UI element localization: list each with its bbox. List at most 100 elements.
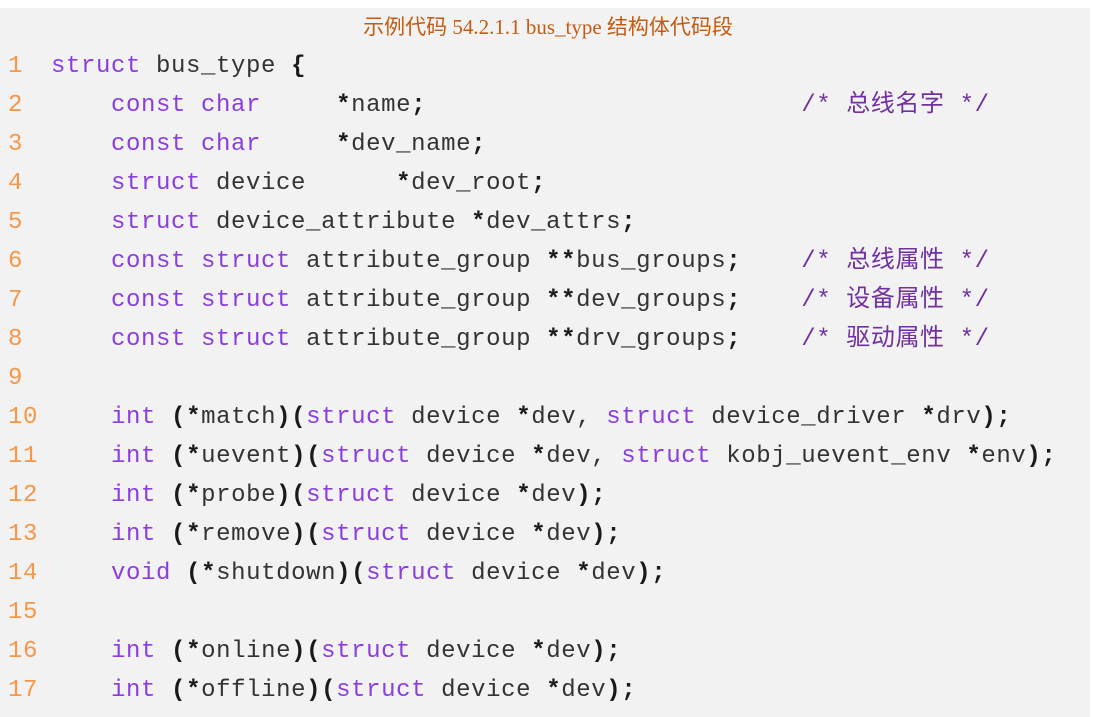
line-number: 8 [8,326,24,353]
code-text: const struct attribute_group **drv_group… [51,320,990,359]
code-operator: ; [591,482,607,509]
code-keyword: void [111,560,172,587]
code-operator: ( [171,521,187,548]
line-number: 15 [8,599,39,626]
code-keyword: struct [51,53,142,80]
code-operator: * [561,248,577,275]
code-operator: ) [276,482,292,509]
code-line: 10 int (*match)(struct device *dev, stru… [0,398,1090,437]
code-operator: * [516,404,532,431]
code-identifier: device_driver [711,404,907,431]
code-text: void (*shutdown)(struct device *dev); [51,554,666,593]
code-line: 17 int (*offline)(struct device *dev); [0,671,1090,710]
code-operator: ( [171,638,187,665]
code-identifier: match [201,404,277,431]
code-text: int (*probe)(struct device *dev); [51,476,606,515]
code-keyword: struct [336,677,427,704]
code-operator: ) [336,560,352,587]
code-operator: ; [651,560,667,587]
code-keyword: struct [366,560,457,587]
code-keyword: const [111,287,187,314]
code-identifier: device [426,638,517,665]
line-number: 2 [8,92,24,119]
code-line: 8 const struct attribute_group **drv_gro… [0,320,1090,359]
code-operator: ; [726,248,742,275]
code-operator: ; [411,92,427,119]
code-operator: ; [621,209,637,236]
code-line: 2 const char *name; /* 总线名字 */ [0,86,1090,125]
code-operator: * [576,560,592,587]
code-operator: ( [321,677,337,704]
code-operator: ( [351,560,367,587]
code-operator: ; [1041,443,1057,470]
line-number: 9 [8,365,24,392]
code-identifier: dev_attrs [486,209,622,236]
code-identifier: dev_groups [576,287,727,314]
code-text: int (*uevent)(struct device *dev, struct… [51,437,1056,476]
code-operator: * [546,287,562,314]
code-line: 15 [0,593,1090,632]
code-keyword: struct [201,248,292,275]
line-number: 7 [8,287,24,314]
line-number: 14 [8,560,39,587]
code-operator: ( [171,677,187,704]
code-identifier: online [201,638,292,665]
code-operator: * [531,638,547,665]
code-keyword: struct [306,404,397,431]
code-line: 6 const struct attribute_group **bus_gro… [0,242,1090,281]
code-operator: ( [291,404,307,431]
code-line: 3 const char *dev_name; [0,125,1090,164]
code-operator: ) [291,443,307,470]
code-line: 13 int (*remove)(struct device *dev); [0,515,1090,554]
code-operator: ) [306,677,322,704]
code-identifier: device [471,560,562,587]
code-keyword: struct [606,404,697,431]
code-identifier: dev [531,482,577,509]
code-operator: * [186,482,202,509]
line-number: 16 [8,638,39,665]
code-operator: ) [576,482,592,509]
code-comment: /* 总线名字 */ [801,92,990,119]
code-line: 5 struct device_attribute *dev_attrs; [0,203,1090,242]
code-operator: * [531,443,547,470]
code-identifier: bus_type [156,53,277,80]
code-text: struct device_attribute *dev_attrs; [51,203,636,242]
line-number: 13 [8,521,39,548]
code-operator: * [396,170,412,197]
code-operator: ) [636,560,652,587]
code-operator: { [291,53,307,80]
code-operator: ; [606,638,622,665]
code-operator: ) [291,638,307,665]
code-operator: ) [591,521,607,548]
code-operator: ) [981,404,997,431]
code-line: 16 int (*online)(struct device *dev); [0,632,1090,671]
code-operator: * [186,521,202,548]
code-operator: * [186,638,202,665]
line-number: 12 [8,482,39,509]
line-number: 3 [8,131,24,158]
code-text: const char *dev_name; [51,125,486,164]
code-identifier: device_attribute [216,209,457,236]
line-number: 10 [8,404,39,431]
code-operator: * [546,248,562,275]
code-identifier: attribute_group [306,326,532,353]
code-operator: ( [186,560,202,587]
code-operator: * [201,560,217,587]
code-text: int (*offline)(struct device *dev); [51,671,636,710]
line-number: 17 [8,677,39,704]
code-identifier: device [411,482,502,509]
code-identifier: env [981,443,1027,470]
code-keyword: int [111,677,157,704]
code-keyword: struct [321,638,412,665]
code-keyword: char [201,92,262,119]
code-operator: ( [171,443,187,470]
code-operator: * [186,677,202,704]
code-line: 9 [0,359,1090,398]
code-operator: * [561,326,577,353]
code-identifier: dev_name [351,131,472,158]
code-keyword: struct [306,482,397,509]
code-line: 12 int (*probe)(struct device *dev); [0,476,1090,515]
code-identifier: remove [201,521,292,548]
code-identifier: uevent [201,443,292,470]
